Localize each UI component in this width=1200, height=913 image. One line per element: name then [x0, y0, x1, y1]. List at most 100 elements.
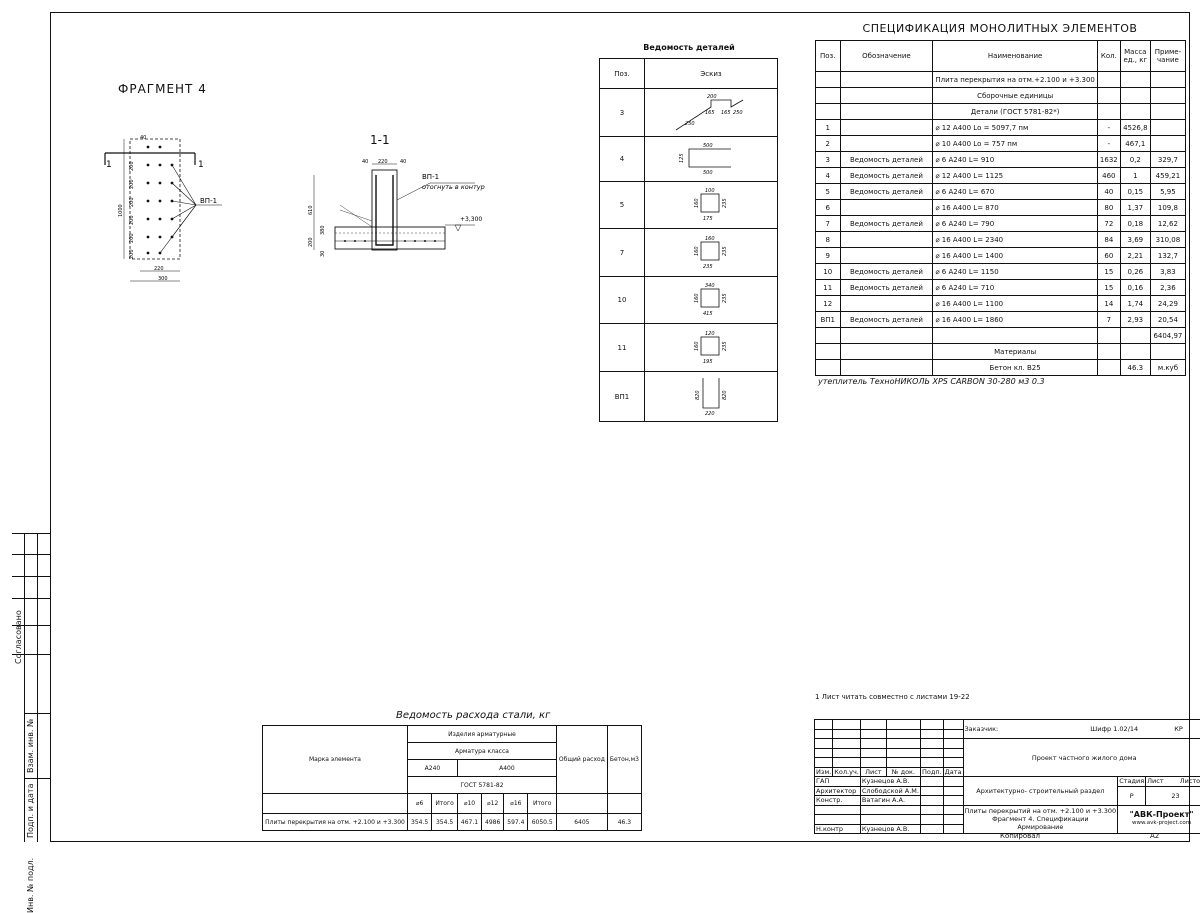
spec-cell: 1632 — [1096, 151, 1121, 168]
spec-cell: ⌀ 16 А400 L= 1100 — [932, 295, 1098, 312]
section-title: 1-1 — [370, 133, 390, 147]
svg-text:165: 165 — [721, 110, 731, 116]
spec-cell: м.куб — [1149, 359, 1187, 376]
spec-cell — [1096, 359, 1121, 376]
plan-vp-label: ВП-1 — [200, 197, 217, 205]
spec-cell: 0,16 — [1119, 279, 1151, 296]
svg-text:175: 175 — [703, 216, 713, 222]
detail-7-sketch: 160 160 235 235 — [694, 236, 728, 270]
spec-cell: 7 — [815, 215, 841, 232]
spec-cell: 9 — [815, 247, 841, 264]
svg-text:250: 250 — [685, 121, 695, 127]
spec-cell: 310,08 — [1149, 231, 1187, 248]
spec-cell — [815, 327, 841, 344]
spec-cell: ⌀ 6 А240 L= 1150 — [932, 263, 1098, 280]
spec-cell: 46.3 — [1119, 359, 1151, 376]
spec-cell: 11 — [815, 279, 841, 296]
spec-cell — [1149, 87, 1187, 104]
spec-cell — [1149, 103, 1187, 120]
spec-row: Детали (ГОСТ 5781-82*) — [815, 103, 1187, 120]
svg-text:160: 160 — [705, 236, 715, 242]
sheet-title-cell: Плиты перекрытий на отм. +2.100 и +3.300… — [962, 804, 1119, 834]
section-note: отогнуть в контур — [422, 183, 485, 191]
spec-cell — [839, 343, 934, 360]
spec-cell: ⌀ 16 А400 L= 2340 — [932, 231, 1098, 248]
spec-cell — [1119, 87, 1151, 104]
svg-text:125: 125 — [679, 153, 685, 163]
spec-cell: 10 — [815, 263, 841, 280]
customer-label: Заказчик: — [964, 725, 999, 733]
spec-cell: ⌀ 6 А240 L= 670 — [932, 183, 1098, 200]
code: Шифр 1.02/14 — [1090, 725, 1139, 733]
spec-cell: 40 — [1096, 183, 1121, 200]
spec-cell: 20,54 — [1149, 311, 1187, 328]
spec-cell: ⌀ 16 А400 L= 1860 — [932, 311, 1098, 328]
spec-cell: Сборочные единицы — [932, 87, 1098, 104]
spec-cell — [1119, 343, 1151, 360]
spec-cell — [932, 327, 1098, 344]
spec-cell: 2,21 — [1119, 247, 1151, 264]
spec-cell: 2 — [815, 135, 841, 152]
detail-3-sketch: 200 165 165 250 250 — [675, 94, 744, 130]
spec-cell — [1119, 327, 1151, 344]
spec-cell — [1149, 71, 1187, 88]
section-drawing: ВП-1 отогнуть в контур +3,300 220 40 40 … — [308, 159, 485, 257]
spec-cell: ⌀ 16 А400 L= 870 — [932, 199, 1098, 216]
spec-cell — [1096, 103, 1121, 120]
sheet-note: 1 Лист читать совместно с листами 19-22 — [815, 693, 970, 701]
spec-cell — [1096, 71, 1121, 88]
spec-cell — [815, 343, 841, 360]
spec-cell — [839, 247, 934, 264]
spec-cell: 80 — [1096, 199, 1121, 216]
spec-cell: 0,26 — [1119, 263, 1151, 280]
section-vp-label: ВП-1 — [422, 173, 439, 181]
spec-cell — [839, 103, 934, 120]
svg-text:200: 200 — [129, 215, 135, 225]
svg-text:235: 235 — [722, 341, 728, 351]
svg-text:220: 220 — [705, 411, 715, 417]
spec-cell: 1 — [815, 119, 841, 136]
plan-drawing: 1 1 ВП-1 1000 200 200 200 200 200 200 22… — [104, 135, 222, 282]
svg-text:820: 820 — [695, 390, 701, 400]
spec-row: Материалы — [815, 343, 1187, 360]
svg-text:160: 160 — [694, 341, 700, 351]
spec-cell: 3,69 — [1119, 231, 1151, 248]
spec-cell — [1096, 87, 1121, 104]
spec-cell: - — [1096, 135, 1121, 152]
spec-cell — [839, 359, 934, 376]
svg-text:30: 30 — [320, 251, 326, 257]
steel-title: Ведомость расхода стали, кг — [396, 710, 551, 721]
spec-cell — [839, 327, 934, 344]
spec-note: утеплитель ТехноНИКОЛЬ XPS CARBON 30-280… — [818, 377, 1045, 386]
spec-cell: ⌀ 6 А240 L= 910 — [932, 151, 1098, 168]
drawing-frame — [50, 12, 1190, 842]
svg-text:340: 340 — [705, 283, 715, 289]
spec-cell: 72 — [1096, 215, 1121, 232]
spec-cell — [839, 295, 934, 312]
svg-text:235: 235 — [722, 198, 728, 208]
svg-text:40: 40 — [400, 159, 406, 165]
spec-cell — [815, 71, 841, 88]
spec-cell: 84 — [1096, 231, 1121, 248]
sheet-value: 23 — [1171, 791, 1180, 800]
spec-cell — [839, 87, 934, 104]
left-strip: Согласовано Взам. инв. № Подп. и дата Ин… — [12, 533, 50, 913]
kr: КР — [1174, 725, 1183, 733]
detail-5-sketch: 100 160 235 175 — [694, 188, 728, 222]
title-block: Заказчик: Шифр 1.02/14 КР Проект частног… — [813, 719, 1200, 834]
spec-cell: Ведомость деталей — [839, 215, 934, 232]
spec-cell: 1 — [1119, 167, 1151, 184]
spec-cell: 1,74 — [1119, 295, 1151, 312]
svg-text:610: 610 — [308, 205, 314, 215]
svg-text:120: 120 — [705, 331, 715, 337]
svg-text:100: 100 — [705, 188, 715, 194]
svg-text:200: 200 — [129, 249, 135, 259]
spec-cell — [1149, 343, 1187, 360]
spec-cell: 1,37 — [1119, 199, 1151, 216]
spec-title: СПЕЦИФИКАЦИЯ МОНОЛИТНЫХ ЭЛЕМЕНТОВ — [862, 22, 1138, 35]
